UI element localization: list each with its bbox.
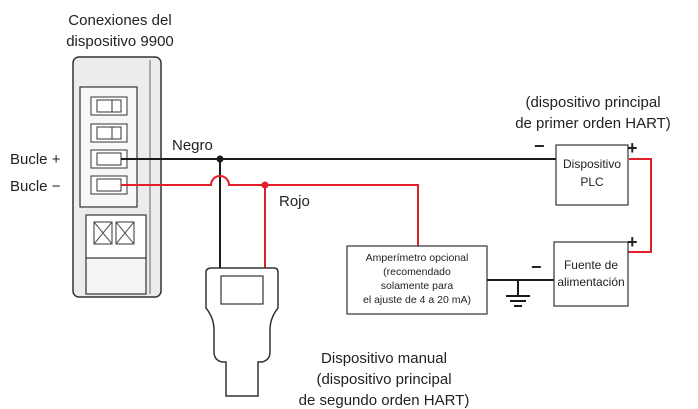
device-9900 — [72, 56, 162, 298]
power-line1: Fuente de — [564, 258, 618, 272]
loop-minus-label: Bucle − — [10, 178, 61, 195]
plc-line1: Dispositivo — [563, 157, 621, 171]
plc-line2: PLC — [580, 175, 604, 189]
primary-master-line1: (dispositivo principal — [525, 94, 660, 111]
loop-plus-label: Bucle + — [10, 151, 61, 168]
handheld-line3: de segundo orden HART) — [299, 392, 470, 409]
black-junction-dot — [216, 155, 224, 163]
power-plus-sign: + — [627, 232, 638, 252]
plc-minus-sign: − — [534, 136, 545, 156]
plc-device: Dispositivo PLC — [555, 144, 629, 206]
lower-connector — [85, 214, 147, 295]
ammeter: Amperímetro opcional (recomendado solame… — [346, 245, 488, 315]
device-title-line1: Conexiones del — [68, 12, 171, 29]
power-supply: Fuente de alimentación — [553, 241, 629, 307]
handheld-screen — [220, 275, 264, 305]
primary-master-line2: de primer orden HART) — [515, 115, 671, 132]
red-wire-label: Rojo — [279, 193, 310, 210]
red-wire — [121, 158, 652, 268]
plc-plus-sign: + — [627, 138, 638, 158]
power-line2: alimentación — [557, 275, 624, 289]
red-junction-dot — [261, 181, 269, 189]
ground-symbol — [506, 295, 530, 307]
terminal-2 — [90, 123, 128, 143]
ammeter-line1: Amperímetro opcional — [366, 252, 469, 264]
terminal-1 — [90, 96, 128, 116]
terminal-loop-plus — [90, 149, 128, 169]
handheld-device — [205, 267, 279, 397]
black-wire-label: Negro — [172, 137, 213, 154]
ammeter-line4: el ajuste de 4 a 20 mA) — [363, 294, 471, 306]
handheld-line2: (dispositivo principal — [316, 371, 451, 388]
device-title-line2: dispositivo 9900 — [66, 33, 174, 50]
ammeter-line3: solamente para — [381, 280, 454, 292]
black-wire — [121, 155, 556, 268]
power-minus-sign: − — [531, 257, 542, 277]
handheld-line1: Dispositivo manual — [321, 350, 447, 367]
ammeter-line2: (recomendado — [383, 266, 451, 278]
ground-wire — [487, 279, 554, 296]
